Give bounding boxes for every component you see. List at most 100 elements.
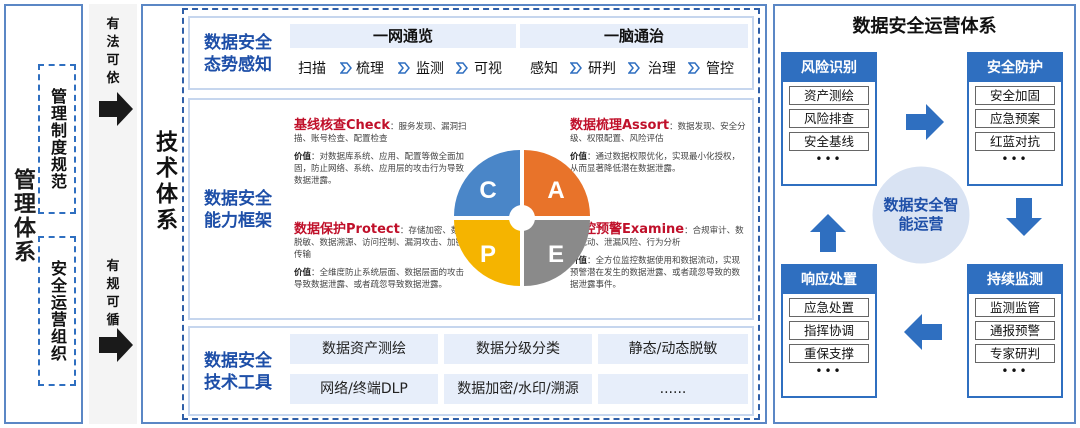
examine-title: 监控预警Examine (570, 222, 685, 237)
response-box: 响应处置 应急处置 指挥协调 重保支撑 ••• (781, 264, 877, 398)
ops-center-circle (869, 163, 973, 267)
step-perceive: 感知 (530, 61, 558, 77)
defense-item: 红蓝对抗 (975, 132, 1055, 151)
tech-panel (141, 4, 767, 424)
step-monitor: 监测 (416, 61, 444, 77)
check-value: ：对数据库系统、应用、配置等做全面加固，防止网络、系统、应用层的攻击行为导致数据… (294, 152, 465, 186)
cape-letter-p: P (480, 241, 496, 268)
protect-value: ：全维度防止系统层面、数据层面的攻击导致数据泄露、或者疏忽导致数据泄露。 (294, 268, 465, 290)
arrow-up-icon (810, 214, 846, 252)
assort-value-label: 价值 (570, 152, 588, 162)
step-scan: 扫描 (298, 61, 326, 77)
protect-value-label: 价值 (294, 268, 312, 278)
monitor-item: 专家研判 (975, 344, 1055, 363)
situation-group2-header: 一脑通治 (520, 24, 748, 48)
assort-card: 数据梳理Assort：数据发现、安全分级、权限配置、风险评估 价值：通过数据权限… (570, 118, 746, 175)
tech-title: 技术体系 (152, 130, 177, 234)
examine-value-label: 价值 (570, 256, 588, 266)
rule-label: 有规可循 (106, 259, 120, 328)
check-card: 基线核查Check：服务发现、漏洞扫描、账号检查、配置检查 价值：对数据库系统、… (294, 118, 468, 187)
tools-title: 数据安全技术工具 (204, 351, 272, 393)
response-item: 应急处置 (789, 298, 869, 317)
defense-more: ••• (1001, 152, 1029, 166)
situation-group1-header: 一网通览 (290, 24, 516, 48)
management-title: 管理体系 (10, 168, 35, 264)
monitor-item: 通报预警 (975, 321, 1055, 340)
assort-desc: ：数据发现、安全分级、权限配置、风险评估 (570, 122, 746, 144)
arrow-right-icon (99, 328, 133, 362)
management-panel (4, 4, 83, 424)
cape-letter-a: A (547, 177, 564, 204)
cape-c-segment (454, 150, 520, 216)
chevron-right-icon (570, 62, 582, 74)
management-org-label: 安全运营组织 (48, 260, 67, 362)
response-item: 指挥协调 (789, 321, 869, 340)
tech-dashed-frame (182, 8, 760, 420)
protect-desc: ：存储加密、数据脱敏、数据溯源、访问控制、漏洞攻击、加密传输 (294, 226, 468, 260)
assort-value: ：通过数据权限优化，实现最小化授权，从而显著降低潜在数据泄露。 (570, 152, 741, 174)
management-org-box: 安全运营组织 (38, 236, 76, 386)
tools-section: 数据安全技术工具 数据资产测绘 数据分级分类 静态/动态脱敏 网络/终端DLP … (188, 326, 754, 416)
cape-letter-c: C (479, 177, 496, 204)
tool-classification: 数据分级分类 (444, 334, 592, 364)
arrow-right-icon (99, 92, 133, 126)
chevron-right-icon (398, 62, 410, 74)
step-govern: 治理 (648, 61, 676, 77)
risk-more: ••• (815, 152, 843, 166)
situation-section: 数据安全态势感知 一网通览 一脑通治 扫描 梳理 监测 可视 感知 研判 治理 … (188, 16, 754, 90)
chevron-right-icon (688, 62, 700, 74)
cape-a-segment (524, 150, 590, 216)
cape-letter-e: E (548, 241, 564, 268)
cape-wheel: C A P E (454, 150, 590, 286)
monitor-box: 持续监测 监测监管 通报预警 专家研判 ••• (967, 264, 1063, 398)
monitor-more: ••• (1001, 364, 1029, 378)
tool-dlp: 网络/终端DLP (290, 374, 438, 404)
monitor-header: 持续监测 (969, 266, 1061, 294)
step-visual: 可视 (474, 61, 502, 77)
arrow-down-icon (1006, 198, 1042, 236)
situation-title: 数据安全态势感知 (204, 33, 272, 75)
tool-encryption: 数据加密/水印/溯源 (444, 374, 592, 404)
capability-section: 数据安全能力框架 基线核查Check：服务发现、漏洞扫描、账号检查、配置检查 价… (188, 98, 754, 320)
monitor-item: 监测监管 (975, 298, 1055, 317)
ops-center-label: 数据安全智能运营 (883, 196, 959, 233)
risk-item: 资产测绘 (789, 86, 869, 105)
check-title: 基线核查Check (294, 118, 390, 133)
tool-masking: 静态/动态脱敏 (598, 334, 748, 364)
chevron-right-icon (456, 62, 468, 74)
response-header: 响应处置 (783, 266, 875, 294)
management-rules-box: 管理制度规范 (38, 64, 76, 214)
response-more: ••• (815, 364, 843, 378)
arrow-right-icon (906, 104, 944, 140)
risk-item: 风险排查 (789, 109, 869, 128)
step-control: 管控 (706, 61, 734, 77)
examine-card: 监控预警Examine：合规审计、数据流动、泄漏风险、行为分析 价值：全方位监控… (570, 222, 746, 291)
tool-more: ...... (598, 374, 748, 404)
defense-header: 安全防护 (969, 54, 1061, 82)
defense-box: 安全防护 安全加固 应急预案 红蓝对抗 ••• (967, 52, 1063, 186)
cape-e-segment (524, 220, 590, 286)
assort-title: 数据梳理Assort (570, 118, 670, 133)
arrow-left-icon (904, 314, 942, 350)
chevron-right-icon (628, 62, 640, 74)
check-desc: ：服务发现、漏洞扫描、账号检查、配置检查 (294, 122, 467, 144)
risk-header: 风险识别 (783, 54, 875, 82)
cape-p-segment (454, 220, 520, 286)
law-label: 有法可依 (106, 17, 120, 86)
risk-box: 风险识别 资产测绘 风险排查 安全基线 ••• (781, 52, 877, 186)
check-value-label: 价值 (294, 152, 312, 162)
step-judge: 研判 (588, 61, 616, 77)
protect-card: 数据保护Protect：存储加密、数据脱敏、数据溯源、访问控制、漏洞攻击、加密传… (294, 223, 468, 291)
defense-item: 安全加固 (975, 86, 1055, 105)
defense-item: 应急预案 (975, 109, 1055, 128)
capability-title: 数据安全能力框架 (204, 189, 272, 231)
ops-panel (773, 4, 1076, 424)
risk-item: 安全基线 (789, 132, 869, 151)
examine-value: ：全方位监控数据使用和数据流动，实现预警潜在发生的数据泄露、或者疏忽导致的数据泄… (570, 256, 741, 290)
chevron-right-icon (340, 62, 352, 74)
step-sort: 梳理 (356, 61, 384, 77)
management-rules-label: 管理制度规范 (48, 88, 67, 190)
arrow-column (89, 4, 137, 424)
tool-asset-mapping: 数据资产测绘 (290, 334, 438, 364)
ops-title: 数据安全运营体系 (852, 16, 997, 37)
